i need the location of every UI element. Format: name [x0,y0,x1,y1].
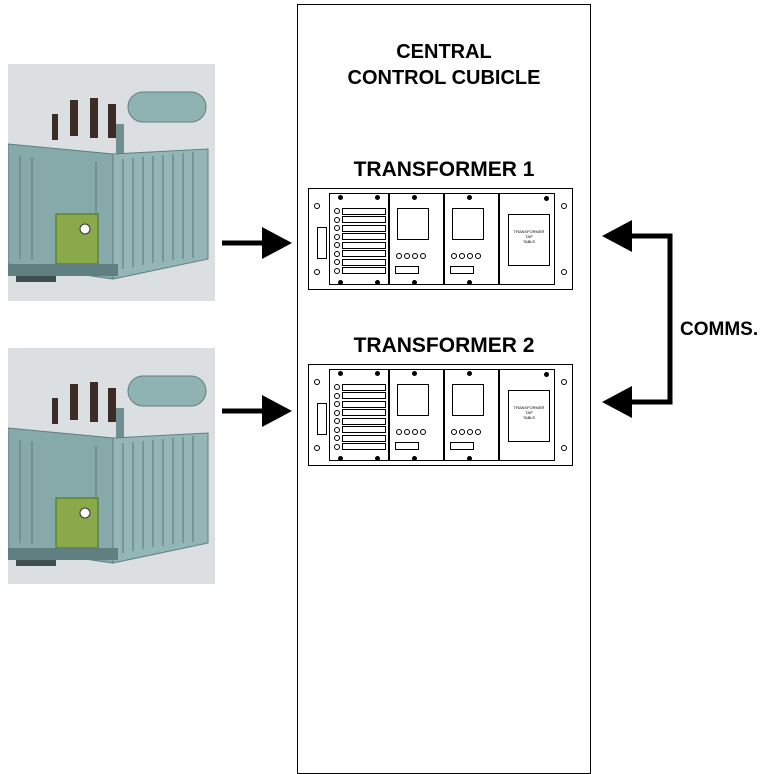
panel-1-tap-table-module: TRANSFORMER TAP TABLE [499,193,555,285]
transformer-1-image [8,64,215,301]
cubicle-title-line1: CENTRAL [396,41,492,63]
transformer-2-image [8,348,215,584]
panel-1-indicator-module [329,193,389,285]
panel-2-relay-b [444,369,499,461]
arrow-transformer-1 [222,227,292,259]
arrow-transformer-2 [222,395,292,427]
transformer-2-label: TRANSFORMER 2 [353,334,535,357]
transformer-1-photo [8,64,215,301]
comms-label: COMMS. [680,319,759,340]
relay-panel-2: TRANSFORMER TAP TABLE [308,364,573,466]
panel-1-relay-a [389,193,444,285]
panel-1-relay-b [444,193,499,285]
panel-2-tap-table: TRANSFORMER TAP TABLE [508,390,550,442]
panel-2-tap-table-module: TRANSFORMER TAP TABLE [499,369,555,461]
panel-1-side-label [317,227,327,259]
cubicle-title-line2: CONTROL CUBICLE [347,67,541,89]
transformer-1-label: TRANSFORMER 1 [353,158,535,181]
tap-table-line1: TRANSFORMER [513,229,545,234]
tap-table-line2: TAP [525,234,533,239]
transformer-2-photo [8,348,215,584]
panel-2-indicator-module [329,369,389,461]
tap-table-line3: TABLE [522,239,536,244]
tap-table-line3: TABLE [522,415,536,420]
comms-link-arrow [602,220,673,418]
tap-table-line2: TAP [525,410,533,415]
relay-panel-1: TRANSFORMER TAP TABLE [308,188,573,290]
panel-1-tap-table: TRANSFORMER TAP TABLE [508,214,550,266]
tap-table-line1: TRANSFORMER [513,405,545,410]
panel-2-relay-a [389,369,444,461]
panel-2-side-label [317,403,327,435]
